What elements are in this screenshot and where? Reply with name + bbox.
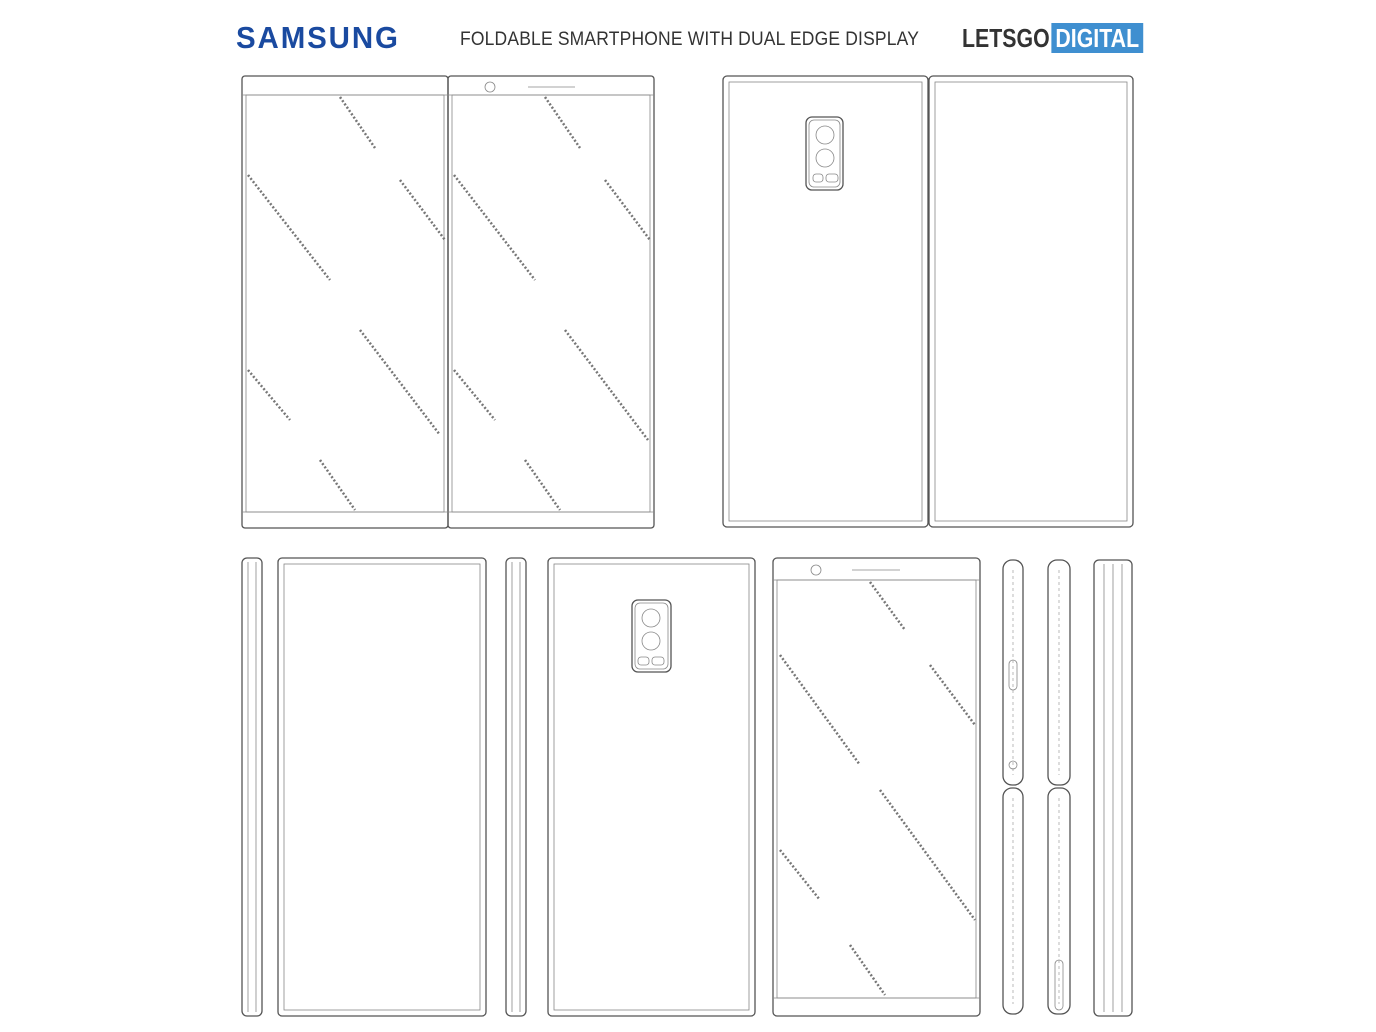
unfolded-back-view [722,75,1134,528]
folded-front-view [772,557,981,1017]
unfolded-front-view [241,75,655,529]
front-camera-icon [484,81,575,93]
rear-camera-module [805,116,844,191]
logo-digital: DIGITAL [1051,23,1144,53]
folded-back-camera-view [547,557,756,1017]
right-side-view [505,557,527,1017]
top-bottom-edge-views [1002,559,1071,1015]
logo-letsgo: LETSGO [962,23,1050,53]
samsung-logo: SAMSUNG [236,20,400,55]
letsgodigital-logo: LETSGO DIGITAL [962,23,1144,53]
folded-side-view [1093,559,1133,1017]
left-side-view [241,557,263,1017]
folded-back-plain-view [277,557,487,1017]
page-title: FOLDABLE SMARTPHONE WITH DUAL EDGE DISPL… [460,29,920,50]
